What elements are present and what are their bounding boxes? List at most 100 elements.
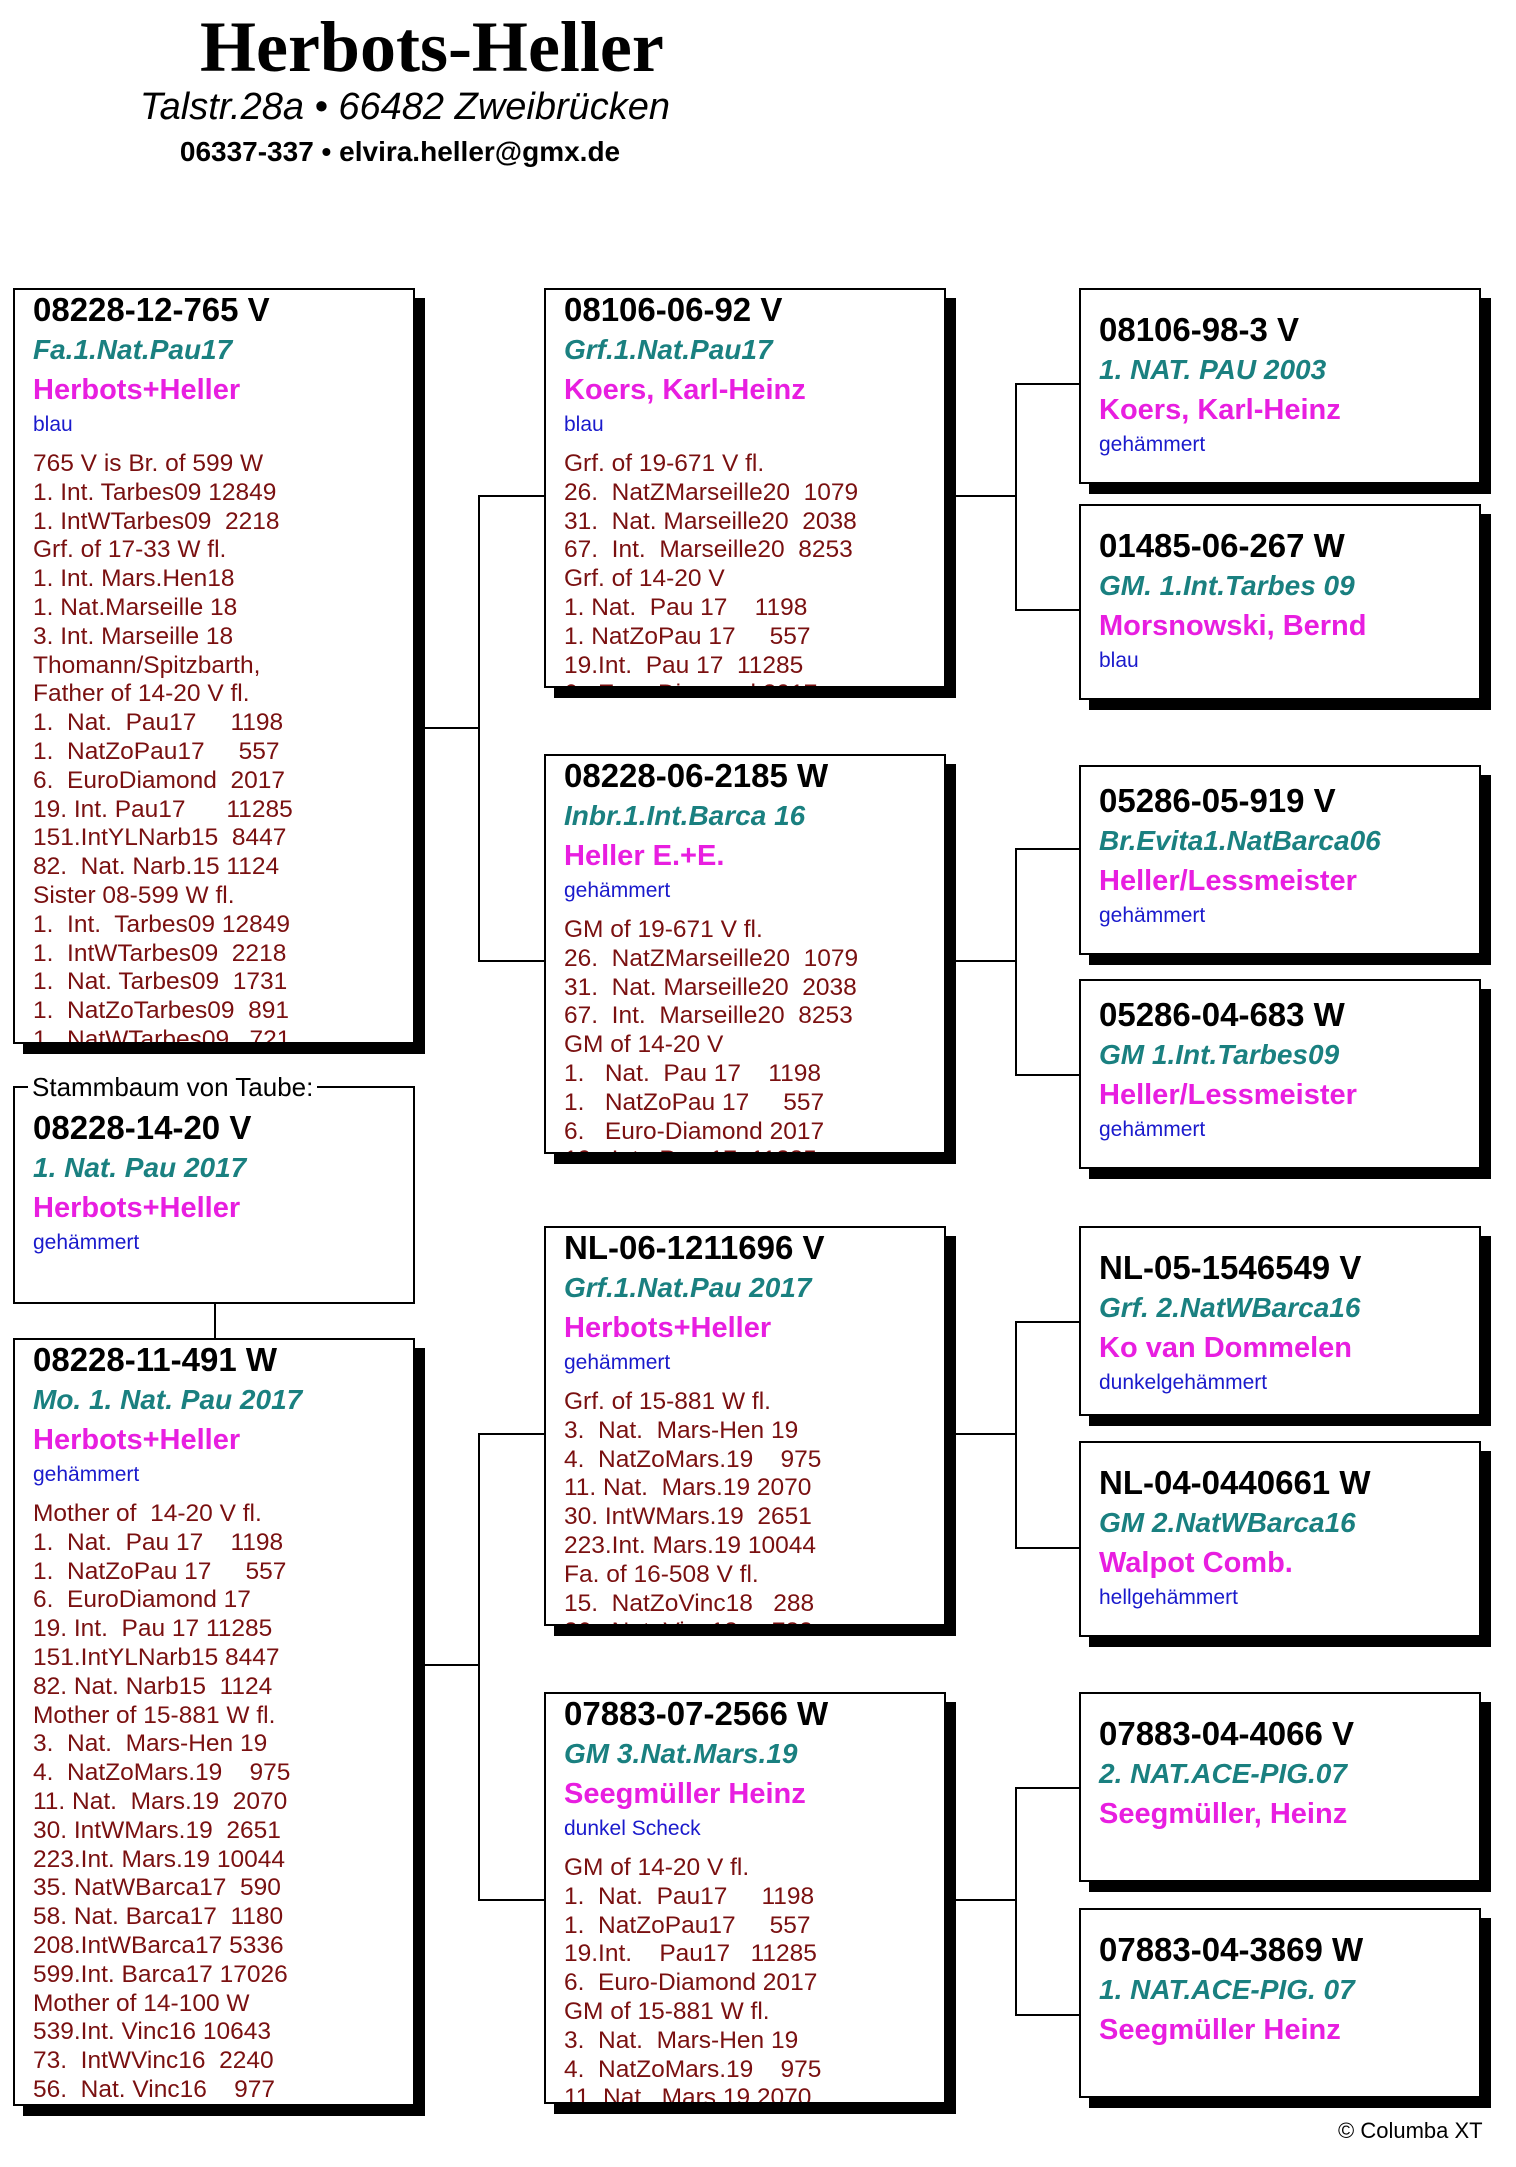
pigeon-owner: Heller E.+E. <box>564 840 725 872</box>
performance-line: 4. NatZoMars.19 975 <box>564 2055 822 2083</box>
performance-line: 208.IntWBarca17 5336 <box>33 1931 284 1959</box>
pigeon-card-mmm: 07883-04-3869 W 1. NAT.ACE-PIG. 07 Seegm… <box>1079 1908 1481 2098</box>
pigeon-owner: Herbots+Heller <box>564 1312 772 1344</box>
performance-line: 539.Int. Vinc16 10643 <box>33 2018 271 2046</box>
pigeon-owner: Koers, Karl-Heinz <box>1099 394 1341 426</box>
pigeon-owner: Herbots+Heller <box>33 374 241 406</box>
performance-line: 4. NatZoMars.19 975 <box>33 1759 291 1787</box>
connector <box>1015 2014 1079 2016</box>
performance-line: 26. Nat. Vinc18 782 <box>564 1618 944 1624</box>
pigeon-card-mf: NL-06-1211696 V Grf.1.Nat.Pau 2017 Herbo… <box>544 1226 946 1626</box>
performance-line: 19.Int. Pau17 11285 <box>564 1940 817 1968</box>
performance-line: 6. EuroDiamond 2017 <box>33 766 285 794</box>
pigeon-owner: Walpot Comb. <box>1099 1547 1293 1579</box>
performance-list: Mother of 14-20 V fl.1. Nat. Pau 17 1198… <box>33 1500 413 2104</box>
connector <box>1015 1321 1017 1549</box>
pigeon-owner: Herbots+Heller <box>33 1192 241 1224</box>
ring-number: 05286-05-919 V <box>1099 782 1336 819</box>
connector <box>955 495 1017 497</box>
pigeon-card-fff: 08106-98-3 V 1. NAT. PAU 2003 Koers, Kar… <box>1079 288 1481 484</box>
performance-line: 26. NatZMarseille20 1079 <box>564 944 859 972</box>
pigeon-color: gehämmert <box>564 879 671 902</box>
connector <box>955 1433 1017 1435</box>
connector <box>1015 1787 1079 1789</box>
ring-number: 08228-06-2185 W <box>564 757 829 794</box>
connector <box>955 1899 1017 1901</box>
connector <box>1015 1787 1017 2016</box>
pigeon-title: GM 3.Nat.Mars.19 <box>564 1738 798 1769</box>
pigeon-title: Grf. 2.NatWBarca16 <box>1099 1292 1361 1323</box>
pigeon-owner: Morsnowski, Bernd <box>1099 610 1367 642</box>
ring-number: 07883-04-4066 V <box>1099 1715 1355 1752</box>
performance-line: GM of 14-20 V <box>564 1031 724 1059</box>
performance-line: Mother of 14-100 W <box>33 1989 250 2017</box>
pigeon-color: gehämmert <box>33 1463 140 1486</box>
performance-line: 19.Int. Pau 17 11285 <box>564 651 804 679</box>
pigeon-title: Mo. 1. Nat. Pau 2017 <box>33 1384 303 1415</box>
ring-number: NL-04-0440661 W <box>1099 1464 1371 1501</box>
performance-line: 1. Nat.Marseille 18 <box>33 593 238 621</box>
performance-line: Mother of 15-881 W fl. <box>33 1701 276 1729</box>
performance-line: 19. Int. Pau 17 11285 <box>33 1615 273 1643</box>
pigeon-card-father: 08228-12-765 V Fa.1.Nat.Pau17 Herbots+He… <box>13 288 415 1044</box>
performance-line: 3. Nat. Mars-Hen 19 <box>564 1416 799 1444</box>
performance-line: 30. IntWMars.19 2651 <box>564 1503 812 1531</box>
copyright-notice: © Columba XT <box>1338 2118 1483 2143</box>
performance-line: GM of 14-20 V fl. <box>564 1854 750 1881</box>
performance-list: GM of 19-671 V fl.26. NatZMarseille20 10… <box>564 916 944 1152</box>
performance-line: 223.Int. Mars.19 10044 <box>33 1845 285 1873</box>
connector <box>1015 1321 1079 1323</box>
performance-line: 73. IntWVinc16 2240 <box>33 2047 274 2075</box>
connector <box>478 1899 544 1901</box>
ring-number: 08228-14-20 V <box>33 1109 252 1146</box>
breeder-name: Herbots-Heller <box>200 7 664 87</box>
performance-line: 151.IntYLNarb15 8447 <box>33 1643 280 1671</box>
pigeon-color: blau <box>1099 649 1139 672</box>
performance-line: 11. Nat. Mars.19 2070 <box>564 1474 812 1502</box>
performance-line: 82. Nat. Narb.15 1124 <box>33 853 280 881</box>
pigeon-title: 1. NAT. PAU 2003 <box>1099 354 1327 385</box>
ring-number: 08106-98-3 V <box>1099 311 1299 348</box>
performance-line: 19. Int. Pau 17 11285 <box>564 1146 944 1152</box>
performance-line: 1. Nat. Pau 17 1198 <box>564 593 808 621</box>
performance-line: 1. Nat. Pau17 1198 <box>33 709 284 737</box>
performance-line: 3. Nat. Mars-Hen 19 <box>33 1730 268 1758</box>
performance-line: 82. Nat. Narb15 1124 <box>33 1672 273 1700</box>
connector <box>1015 609 1079 611</box>
ring-number: 01485-06-267 W <box>1099 527 1345 564</box>
pigeon-card-mm: 07883-07-2566 W GM 3.Nat.Mars.19 Seegmül… <box>544 1692 946 2104</box>
performance-line: 1. Int. Mars.Hen18 <box>33 565 235 593</box>
connector <box>1015 383 1017 611</box>
ring-number: 07883-07-2566 W <box>564 1695 829 1732</box>
connector <box>1015 848 1079 850</box>
performance-line: Father of 14-20 V fl. <box>33 680 250 708</box>
performance-line: 1. Nat. Tarbes09 1731 <box>33 968 288 996</box>
pigeon-title: Br.Evita1.NatBarca06 <box>1099 825 1381 856</box>
pigeon-owner: Herbots+Heller <box>33 1424 241 1456</box>
pigeon-title: Fa.1.Nat.Pau17 <box>33 334 233 365</box>
performance-line: Grf. of 19-671 V fl. <box>564 450 765 477</box>
performance-line: Mother of 14-20 V fl. <box>33 1500 262 1527</box>
connector <box>1015 1547 1079 1549</box>
ring-number: NL-06-1211696 V <box>564 1229 825 1266</box>
performance-line: 599.Int. Barca17 17026 <box>33 1960 288 1988</box>
pigeon-title: Inbr.1.Int.Barca 16 <box>564 800 806 831</box>
connector <box>1015 1074 1079 1076</box>
performance-line: 1. IntWTarbes09 2218 <box>33 939 287 967</box>
performance-line: Grf. of 15-881 W fl. <box>564 1388 771 1415</box>
pigeon-card-fm: 08228-06-2185 W Inbr.1.Int.Barca 16 Hell… <box>544 754 946 1154</box>
breeder-address: Talstr.28a • 66482 Zweibrücken <box>139 86 671 128</box>
pigeon-card-fmm: 05286-04-683 W GM 1.Int.Tarbes09 Heller/… <box>1079 979 1481 1169</box>
pigeon-title: GM 2.NatWBarca16 <box>1099 1507 1356 1538</box>
performance-line: 6. Euro-Diamond 2017 <box>564 1969 818 1997</box>
pigeon-card-mother: 08228-11-491 W Mo. 1. Nat. Pau 2017 Herb… <box>13 1338 415 2106</box>
pigeon-color: gehämmert <box>33 1231 140 1254</box>
pigeon-title: 2. NAT.ACE-PIG.07 <box>1099 1758 1347 1789</box>
pigeon-card-subject: 08228-14-20 V 1. Nat. Pau 2017 Herbots+H… <box>13 1086 415 1304</box>
connector <box>1015 383 1079 385</box>
performance-line: 26. NatZMarseille20 1079 <box>564 478 859 506</box>
pigeon-card-mfm: NL-04-0440661 W GM 2.NatWBarca16 Walpot … <box>1079 1441 1481 1637</box>
